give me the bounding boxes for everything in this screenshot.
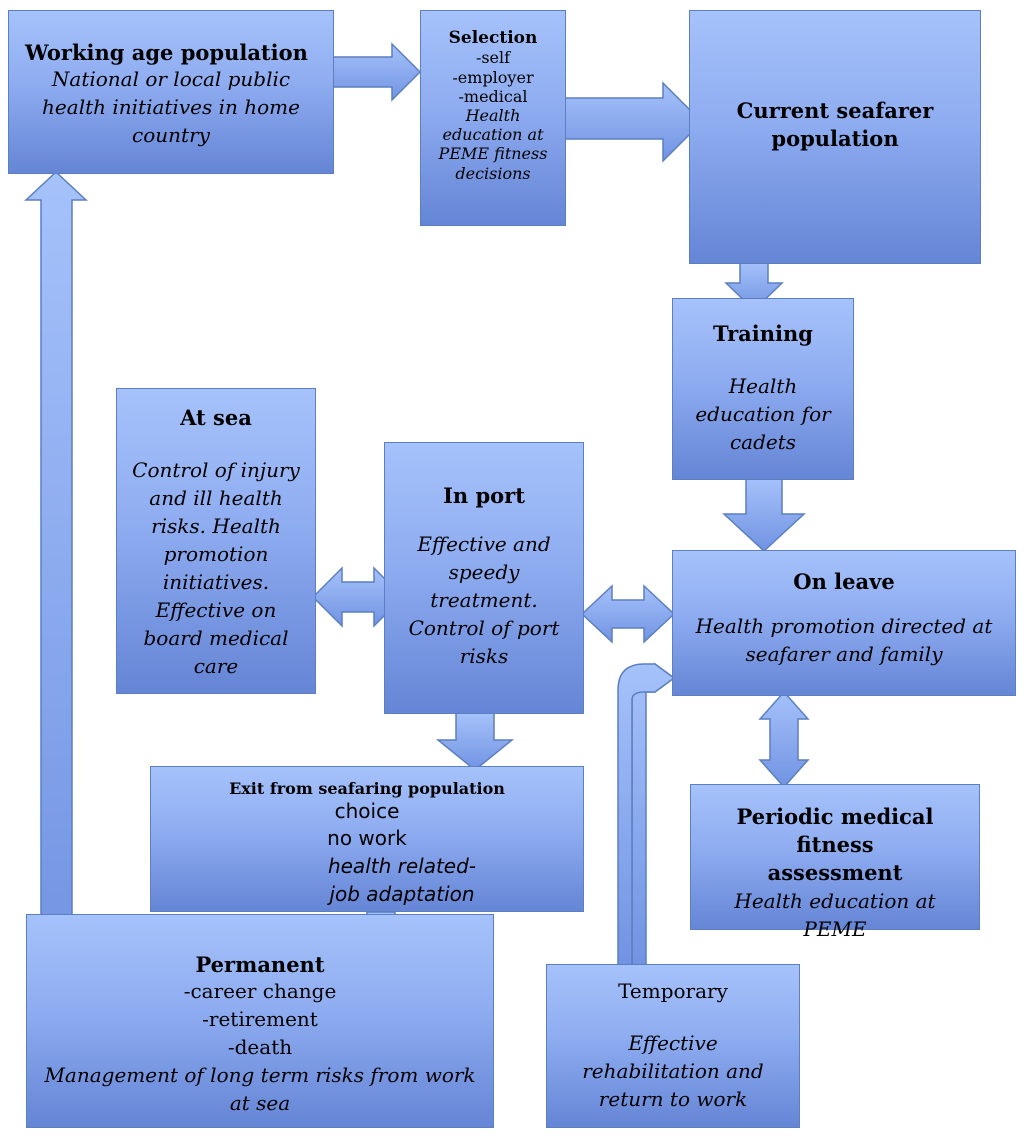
permanent-title: Permanent	[195, 952, 325, 977]
at-sea-title: At sea	[180, 405, 252, 430]
exit-no-work: no work	[327, 826, 407, 851]
selection-item-medical: -medical	[458, 86, 528, 106]
temporary-body: Effective rehabilitation and return to w…	[582, 1031, 764, 1111]
on-leave-title: On leave	[793, 569, 895, 594]
in-port-box: In port Effective and speedy treatment. …	[384, 442, 584, 714]
training-box: Training Health education for cadets	[672, 298, 854, 480]
temporary-title: Temporary	[618, 979, 728, 1003]
arrow-inport-onleave	[580, 584, 676, 644]
permanent-item-death: -death	[227, 1035, 293, 1060]
selection-title: Selection	[448, 28, 538, 48]
permanent-box: Permanent -career change -retirement -de…	[26, 914, 494, 1128]
arrow-selection-to-current	[564, 81, 704, 163]
working-age-title: Working age population	[25, 40, 308, 65]
exit-box: Exit from seafaring population choice no…	[150, 766, 584, 912]
selection-box: Selection -self -employer -medical Healt…	[420, 10, 566, 226]
in-port-title: In port	[443, 483, 525, 508]
selection-item-employer: -employer	[452, 67, 534, 87]
arrow-temporary-to-onleave-shaft	[617, 663, 676, 967]
permanent-item-retirement: -retirement	[202, 1007, 318, 1032]
current-seafarer-title: Current seafarer population	[736, 98, 934, 151]
temporary-box: Temporary Effective rehabilitation and r…	[546, 964, 800, 1128]
periodic-box: Periodic medical fitness assessment Heal…	[690, 784, 980, 941]
at-sea-body: Control of injury and ill health risks. …	[132, 458, 300, 679]
at-sea-box: At sea Control of injury and ill health …	[116, 388, 316, 694]
arrow-inport-to-exit	[435, 712, 515, 771]
in-port-body: Effective and speedy treatment. Control …	[408, 532, 560, 669]
training-body: Health education for cadets	[695, 374, 831, 455]
exit-choice: choice	[334, 799, 400, 824]
permanent-item-career: -career change	[183, 979, 337, 1004]
working-age-body: National or local public health initiati…	[42, 67, 300, 148]
selection-body: Health education at PEME fitness decisio…	[438, 105, 548, 183]
selection-item-self: -self	[475, 48, 511, 68]
periodic-title: Periodic medical fitness assessment	[736, 804, 934, 885]
permanent-body: Management of long term risks from work …	[44, 1063, 476, 1116]
arrow-current-to-training	[724, 261, 784, 312]
on-leave-body: Health promotion directed at seafarer an…	[695, 614, 993, 667]
exit-health: health related- job adaptation	[327, 854, 477, 907]
arrow-permanent-to-working	[24, 170, 88, 977]
arrow-training-to-onleave	[722, 477, 806, 553]
working-age-box: Working age population National or local…	[8, 10, 334, 174]
current-seafarer-box: Current seafarer population	[689, 10, 981, 264]
exit-title: Exit from seafaring population	[229, 779, 505, 798]
on-leave-box: On leave Health promotion directed at se…	[672, 550, 1016, 696]
periodic-body: Health education at PEME	[734, 889, 936, 941]
arrow-onleave-periodic	[758, 690, 810, 789]
training-title: Training	[713, 321, 813, 346]
arrow-working-to-selection	[331, 42, 422, 102]
